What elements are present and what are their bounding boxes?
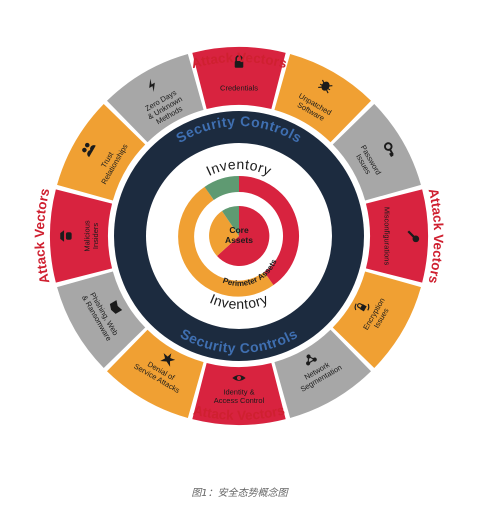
attack-vector-label: Misconfigurations — [383, 207, 392, 266]
lock-icon — [234, 55, 244, 68]
attack-vectors-heading-right: Attack Vectors — [425, 187, 446, 285]
lock-arrows-icon — [354, 303, 370, 312]
attack-vector-segment — [274, 329, 372, 418]
spy-icon — [60, 230, 72, 242]
perimeter-arc-red — [238, 176, 299, 286]
attack-vector-segment — [192, 362, 286, 425]
attack-vector-segment — [274, 54, 372, 143]
outer-ring-segments — [49, 46, 428, 425]
core-slice-red — [217, 205, 270, 266]
security-posture-diagram: CredentialsUnpatchedSoftwarePasswordIssu… — [32, 46, 446, 425]
attack-vectors-heading-bottom: Attack Vectors — [192, 402, 286, 423]
figure-caption: 图1：安全态势概念图 — [191, 488, 288, 499]
burst-icon — [160, 353, 176, 367]
attack-vector-segment — [57, 271, 146, 369]
attack-vector-segment — [106, 329, 204, 418]
attack-vector-segment — [365, 189, 428, 283]
core-assets-label-line1: Core — [229, 225, 249, 235]
attack-vectors-heading-top: Attack Vectors — [190, 50, 289, 71]
core-slice-orange — [209, 211, 239, 256]
eye-icon — [232, 375, 246, 381]
core-slice-green — [222, 205, 239, 236]
attack-vector-segment — [192, 46, 286, 110]
inventory-label-top: Inventory — [204, 156, 275, 179]
perimeter-ring — [178, 176, 299, 297]
attack-vector-label: Identity &Access Control — [214, 387, 265, 405]
attack-vector-label: Credentials — [220, 84, 258, 93]
attack-vector-segment — [332, 103, 421, 201]
attack-vectors-heading-left: Attack Vectors — [32, 187, 53, 285]
lightning-icon — [149, 78, 155, 93]
attack-vector-label: MaliciousInsiders — [82, 220, 100, 252]
people-icon — [82, 142, 96, 158]
core-assets: Core Assets — [209, 205, 270, 266]
core-assets-label-line2: Assets — [225, 235, 253, 245]
book-icon — [109, 300, 123, 314]
bug-icon — [318, 79, 333, 94]
perimeter-arc-orange — [178, 186, 274, 297]
inventory-label-bottom: Inventory — [208, 290, 271, 312]
key-icon — [383, 142, 394, 158]
perimeter-arc-green — [204, 176, 240, 201]
attack-vector-segment — [49, 189, 113, 283]
attack-vector-segment — [57, 103, 146, 201]
attack-vector-segment — [106, 54, 204, 143]
network-icon — [306, 354, 317, 366]
outer-ring-icons — [60, 55, 420, 381]
wrench-icon — [407, 230, 420, 243]
attack-vector-segment — [332, 271, 421, 369]
